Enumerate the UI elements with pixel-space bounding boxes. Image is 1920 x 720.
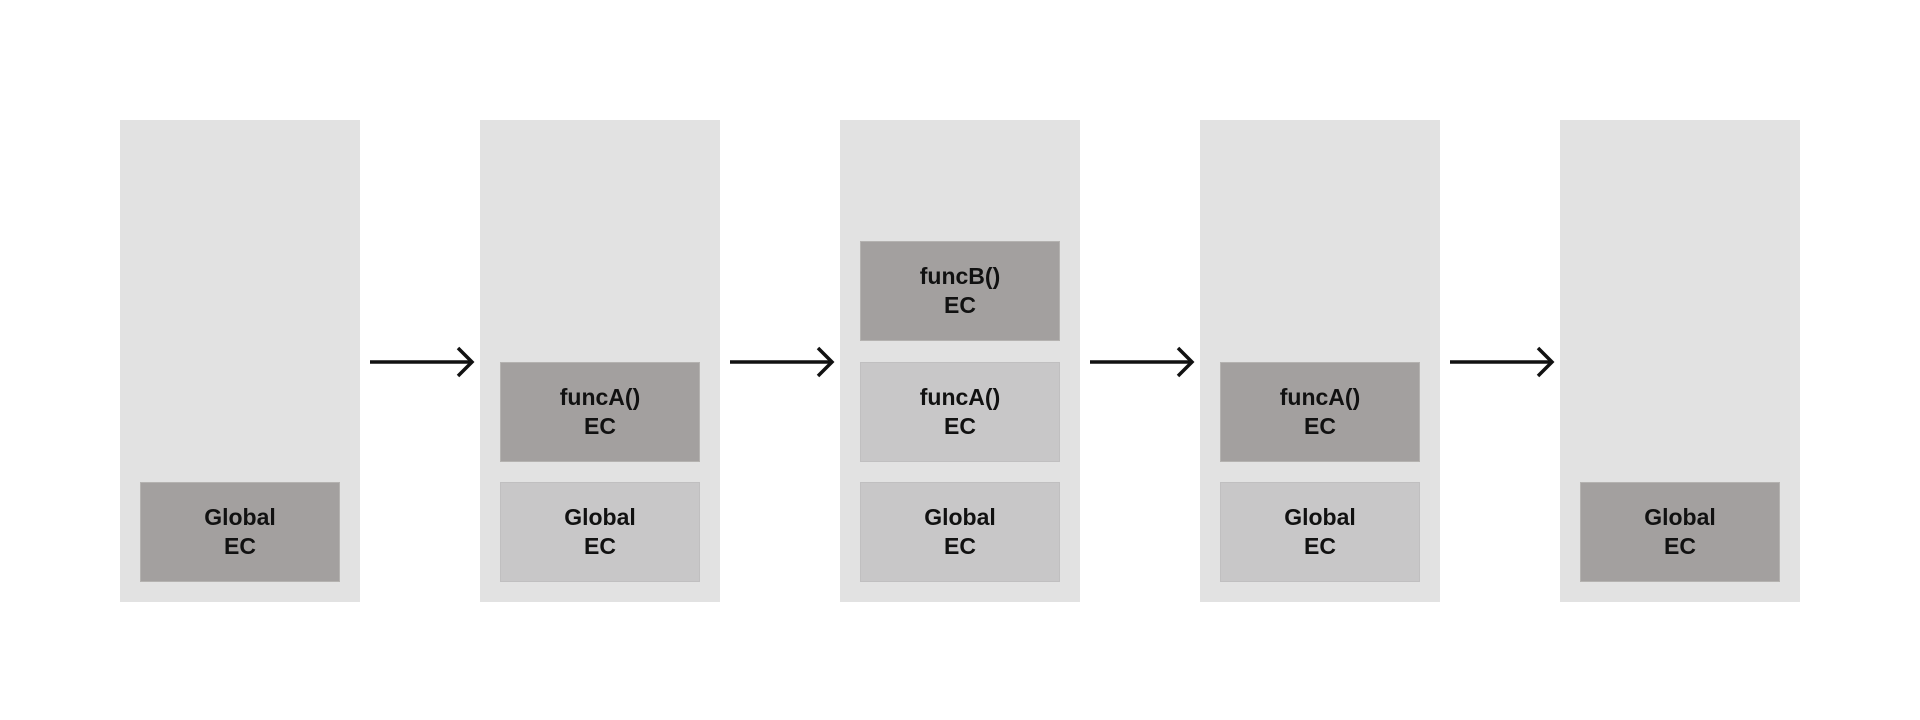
- call-stack-stage-2: Global EC funcA() EC: [480, 120, 720, 602]
- call-stack-stage-5: Global EC: [1560, 120, 1800, 602]
- frame-suffix: EC: [1664, 533, 1696, 559]
- frame-label: funcA(): [559, 384, 641, 410]
- frame-label: Global: [1284, 504, 1356, 530]
- stack-frame-funcb: funcB() EC: [860, 241, 1060, 341]
- stack-frame-global: Global EC: [500, 482, 700, 582]
- frame-suffix: EC: [944, 413, 976, 439]
- stack-frame-funca: funcA() EC: [1220, 362, 1420, 462]
- call-stack-stage-3: Global EC funcA() EC funcB() EC: [840, 120, 1080, 602]
- frame-label: Global: [204, 504, 276, 530]
- stack-frame-funca: funcA() EC: [500, 362, 700, 462]
- frame-suffix: EC: [224, 533, 256, 559]
- frame-label: Global: [924, 504, 996, 530]
- frame-suffix: EC: [944, 533, 976, 559]
- call-stack-stage-4: Global EC funcA() EC: [1200, 120, 1440, 602]
- stack-frame-global: Global EC: [1580, 482, 1780, 582]
- frame-label: funcA(): [1279, 384, 1361, 410]
- right-arrow-icon: [730, 346, 835, 378]
- frame-suffix: EC: [584, 413, 616, 439]
- frame-suffix: EC: [1304, 533, 1336, 559]
- frame-label: funcB(): [919, 263, 1001, 289]
- stack-frame-global: Global EC: [140, 482, 340, 582]
- call-stack-stage-1: Global EC: [120, 120, 360, 602]
- right-arrow-icon: [370, 346, 475, 378]
- frame-label: Global: [564, 504, 636, 530]
- stack-frame-funca: funcA() EC: [860, 362, 1060, 462]
- right-arrow-icon: [1090, 346, 1195, 378]
- stack-frame-global: Global EC: [1220, 482, 1420, 582]
- frame-suffix: EC: [1304, 413, 1336, 439]
- frame-suffix: EC: [944, 292, 976, 318]
- right-arrow-icon: [1450, 346, 1555, 378]
- frame-suffix: EC: [584, 533, 616, 559]
- frame-label: funcA(): [919, 384, 1001, 410]
- frame-label: Global: [1644, 504, 1716, 530]
- stack-frame-global: Global EC: [860, 482, 1060, 582]
